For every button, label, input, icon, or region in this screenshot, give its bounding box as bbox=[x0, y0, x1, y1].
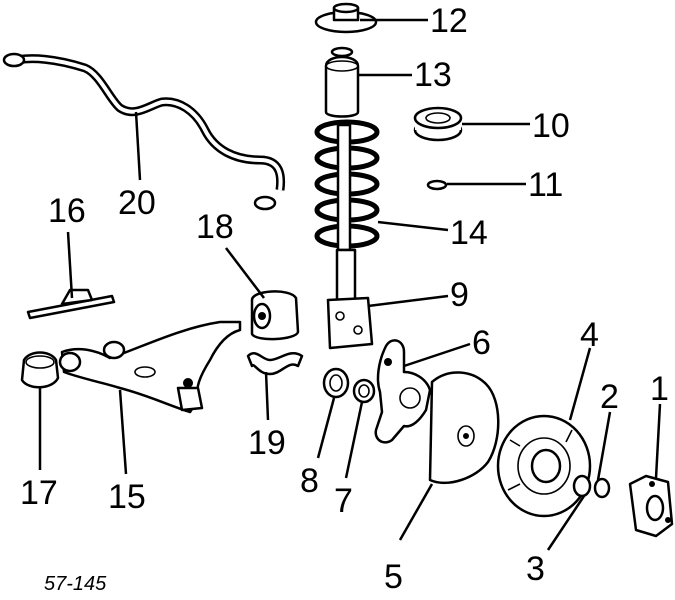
label-15: 15 bbox=[108, 478, 146, 516]
label-3: 3 bbox=[526, 550, 545, 588]
brake-disc-part bbox=[496, 414, 592, 518]
label-12: 12 bbox=[430, 2, 468, 40]
label-18: 18 bbox=[196, 208, 234, 246]
label-6: 6 bbox=[472, 324, 491, 362]
wheel-hub-part bbox=[628, 474, 674, 538]
label-19: 19 bbox=[248, 424, 286, 462]
dust-shield-part bbox=[428, 371, 500, 485]
bushing-bracket-part bbox=[246, 352, 304, 376]
strut-body-part bbox=[326, 248, 374, 350]
inner-bearing-part bbox=[352, 378, 376, 404]
leader-lines bbox=[38, 18, 662, 551]
steering-knuckle-part bbox=[374, 339, 432, 444]
stabilizer-bar-part bbox=[2, 52, 286, 211]
label-1: 1 bbox=[650, 370, 669, 408]
label-10: 10 bbox=[532, 107, 570, 145]
stabilizer-bushing-part bbox=[250, 290, 300, 341]
label-4: 4 bbox=[580, 316, 599, 354]
control-arm-bushing-part bbox=[20, 351, 60, 389]
inner-seal-part bbox=[322, 367, 350, 399]
washer-part bbox=[426, 179, 448, 191]
label-7: 7 bbox=[334, 482, 353, 520]
hub-washer-part bbox=[593, 477, 611, 499]
coil-spring-part bbox=[314, 119, 380, 252]
label-17: 17 bbox=[20, 474, 58, 512]
label-2: 2 bbox=[600, 378, 619, 416]
label-11: 11 bbox=[528, 166, 563, 204]
label-16: 16 bbox=[48, 192, 86, 230]
top-mount-part bbox=[314, 2, 378, 34]
label-8: 8 bbox=[300, 462, 319, 500]
label-9: 9 bbox=[450, 276, 469, 314]
bearing-part bbox=[572, 474, 592, 498]
label-20: 20 bbox=[118, 184, 156, 222]
label-13: 13 bbox=[414, 56, 452, 94]
bump-stop-part bbox=[324, 46, 360, 118]
label-5: 5 bbox=[384, 558, 403, 596]
lower-control-arm-part bbox=[58, 320, 242, 414]
diagram-code: 57-145 bbox=[44, 573, 107, 595]
spring-seat-part bbox=[413, 106, 463, 142]
label-14: 14 bbox=[450, 214, 488, 252]
strut-rod-part bbox=[26, 288, 116, 320]
